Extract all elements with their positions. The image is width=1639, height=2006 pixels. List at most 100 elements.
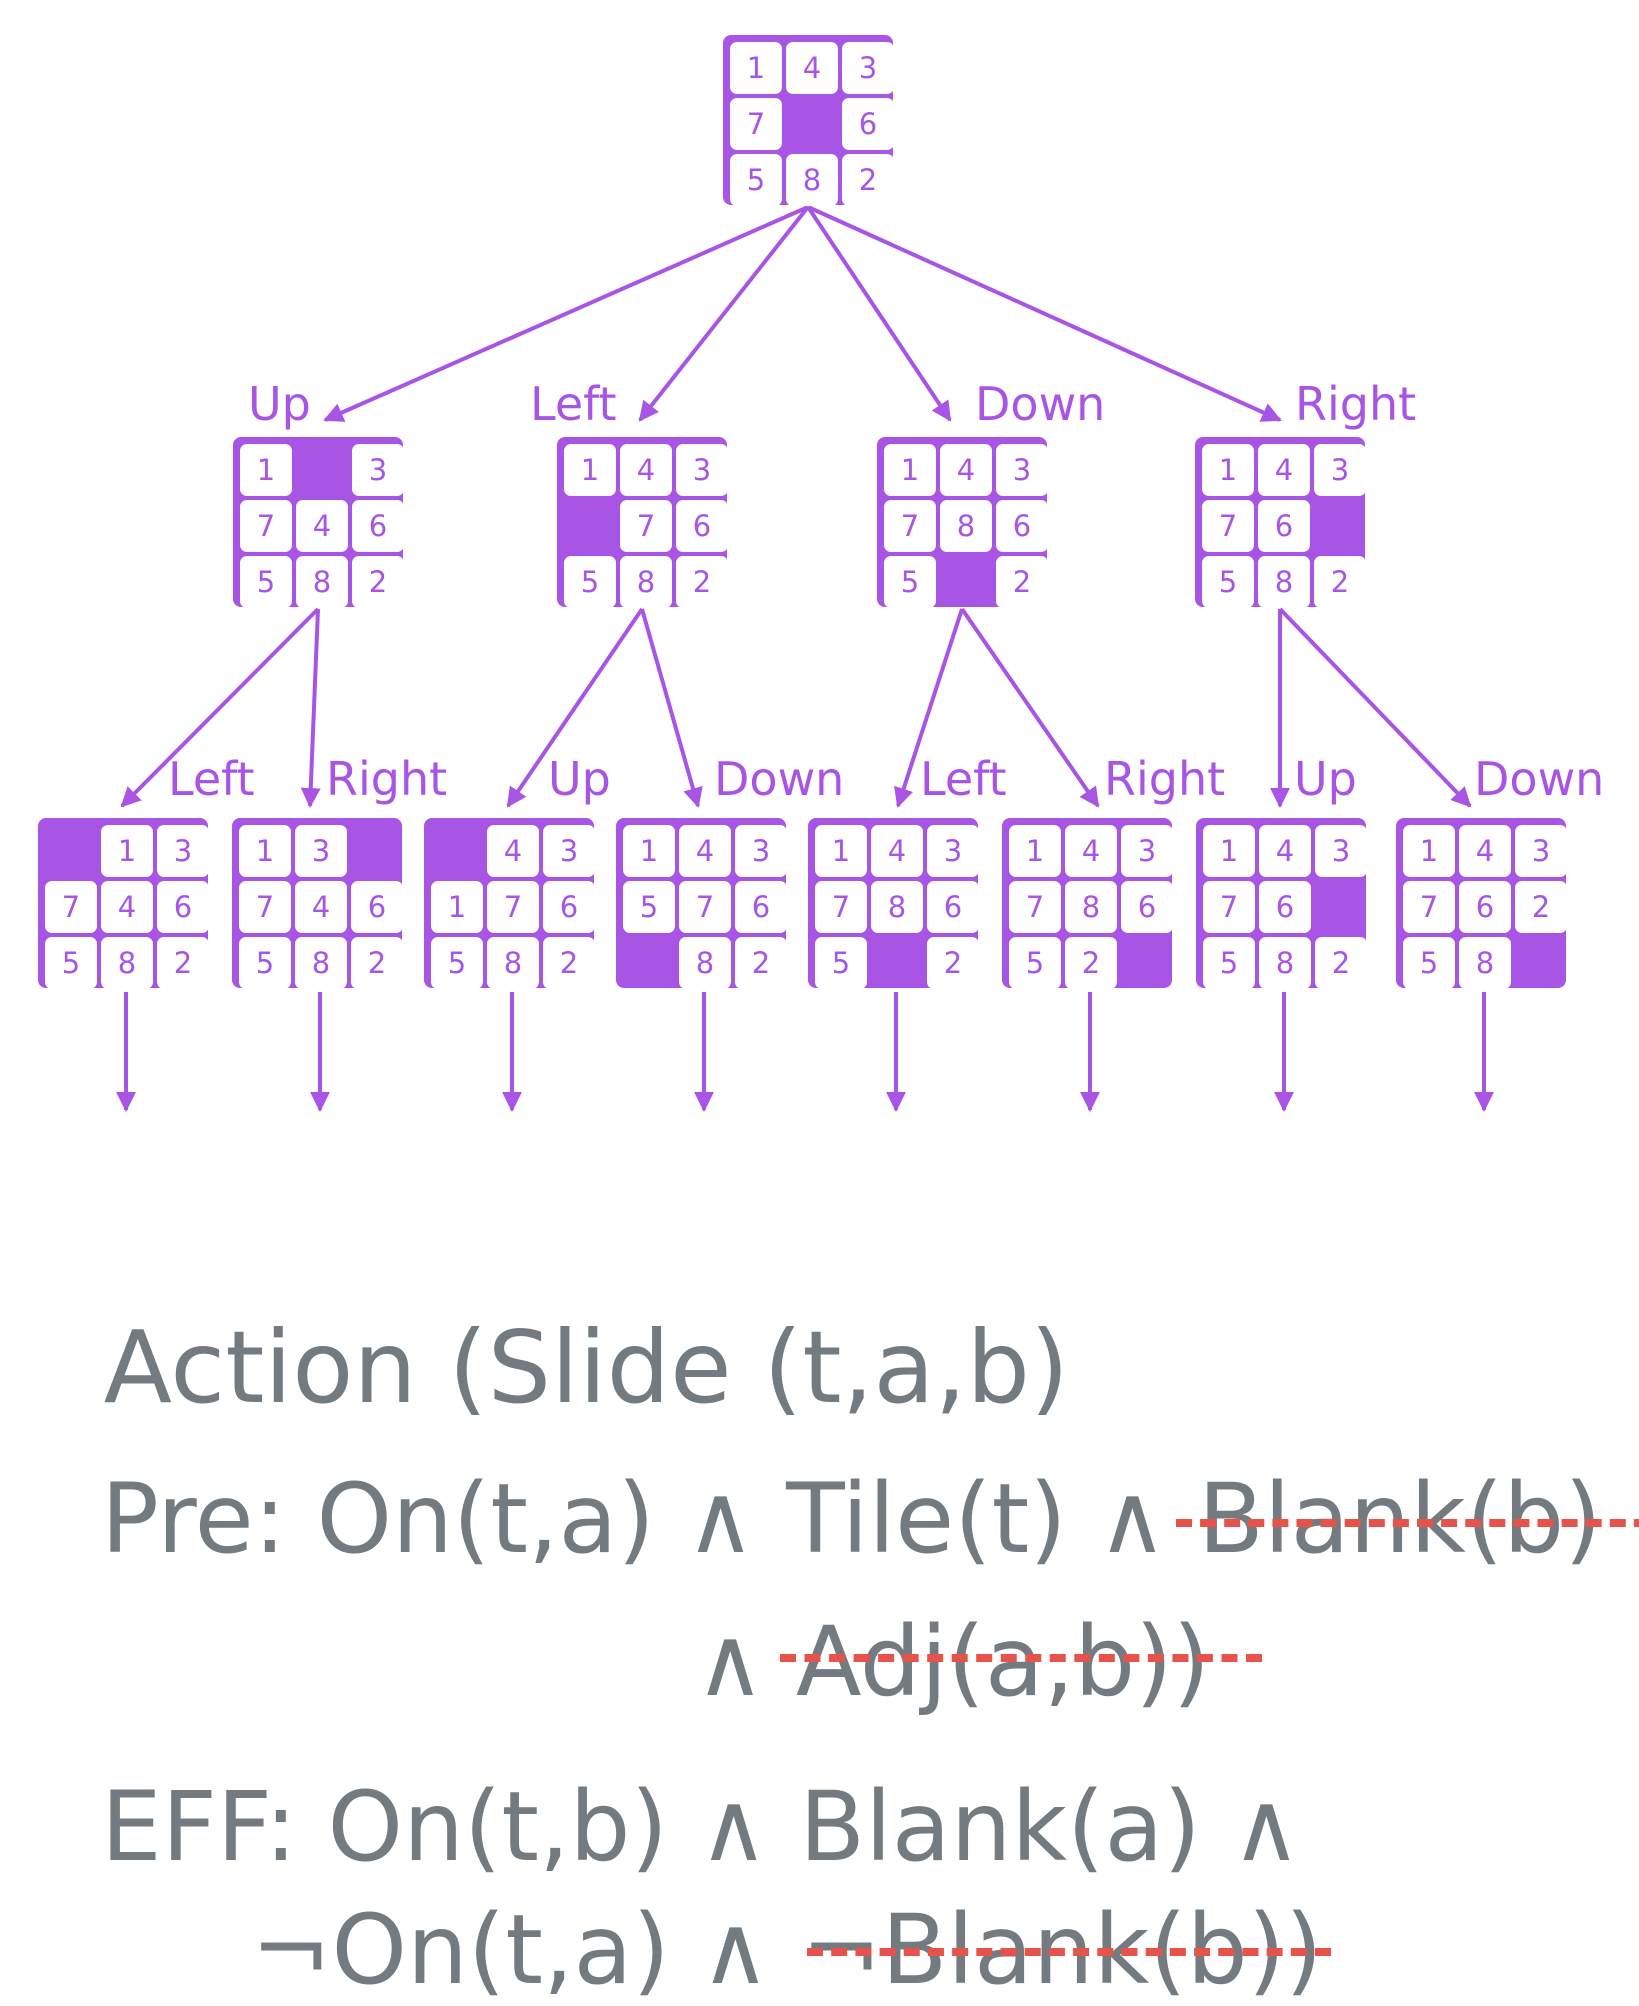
tile [1009,825,1061,877]
tile-number: 2 [560,946,578,980]
tile [996,500,1048,552]
tile [842,42,894,94]
tile [157,825,209,877]
tile-number: 2 [369,565,387,599]
tile [884,556,936,608]
move-label-level2-3: Up [548,752,611,806]
tile-number: 6 [944,890,962,924]
tile [786,42,838,94]
tile [1065,825,1117,877]
tile-number: 4 [803,51,821,85]
tile [735,881,787,933]
tile [157,937,209,989]
edge-level2-4 [640,608,703,808]
tile [842,154,894,206]
tile-number: 1 [1026,834,1044,868]
tile-number: 8 [312,946,330,980]
tile [487,937,539,989]
tile-number: 3 [944,834,962,868]
tile-number: 3 [1332,834,1350,868]
tile [676,444,728,496]
tile-number: 1 [1220,834,1238,868]
tile-number: 8 [1276,946,1294,980]
tile [239,825,291,877]
tile-number: 7 [257,509,275,543]
tile [623,825,675,877]
tile [1403,881,1455,933]
tile [623,881,675,933]
action-text: Action (Slide (t,a,b) [103,1309,1069,1426]
tile [45,937,97,989]
tile [1459,825,1511,877]
tile [1202,444,1254,496]
tile-number: 2 [174,946,192,980]
tile-number: 8 [1476,946,1494,980]
tile-number: 6 [752,890,770,924]
move-label-level2-6: Right [1104,752,1225,806]
edge-level2-6 [960,607,1100,808]
tree-edges [116,205,1494,1112]
move-label-down: Down [975,377,1105,431]
tile [927,881,979,933]
tile-number: 8 [888,890,906,924]
tile-number: 5 [901,565,919,599]
tile-number: 3 [1138,834,1156,868]
tile-number: 7 [637,509,655,543]
tile [101,881,153,933]
tile [1121,881,1173,933]
tile [1515,881,1567,933]
tile-number: 4 [118,890,136,924]
tile [351,881,403,933]
tile-number: 7 [1420,890,1438,924]
precondition-line-2: ∧ Adj(a,b)) [634,1518,1263,1710]
tile [676,500,728,552]
tile [1258,444,1310,496]
tile [1259,825,1311,877]
tile [940,500,992,552]
tile [352,500,404,552]
tile-number: 4 [957,453,975,487]
effect-line-2: ¬On(t,a) ∧ ¬Blank(b)) [190,1806,1331,1998]
tile [1314,444,1366,496]
tile [295,825,347,877]
tile-number: 4 [312,890,330,924]
tile [239,881,291,933]
tile-number: 4 [313,509,331,543]
tile [620,556,672,608]
tile-number: 4 [637,453,655,487]
tile-number: 7 [1026,890,1044,924]
tile [487,881,539,933]
tile [927,825,979,877]
tile [240,556,292,608]
tile [352,556,404,608]
tile-number: 6 [693,509,711,543]
tile-number: 7 [62,890,80,924]
tile-number: 3 [174,834,192,868]
tile-number: 7 [1220,890,1238,924]
tile-number: 5 [747,163,765,197]
tile [1065,881,1117,933]
tile [996,444,1048,496]
tile [431,937,483,989]
tile [296,500,348,552]
tile [1259,937,1311,989]
tile-number: 8 [957,509,975,543]
tile [679,937,731,989]
tile [1203,937,1255,989]
tile-number: 7 [747,107,765,141]
struck-adj-text: Adj(a,b)) [795,1606,1211,1718]
tile-number: 3 [1532,834,1550,868]
tile-number: 2 [859,163,877,197]
move-label-level2-1: Left [168,752,255,806]
tile [842,98,894,150]
move-label-up: Up [248,377,311,431]
tile-number: 7 [696,890,714,924]
